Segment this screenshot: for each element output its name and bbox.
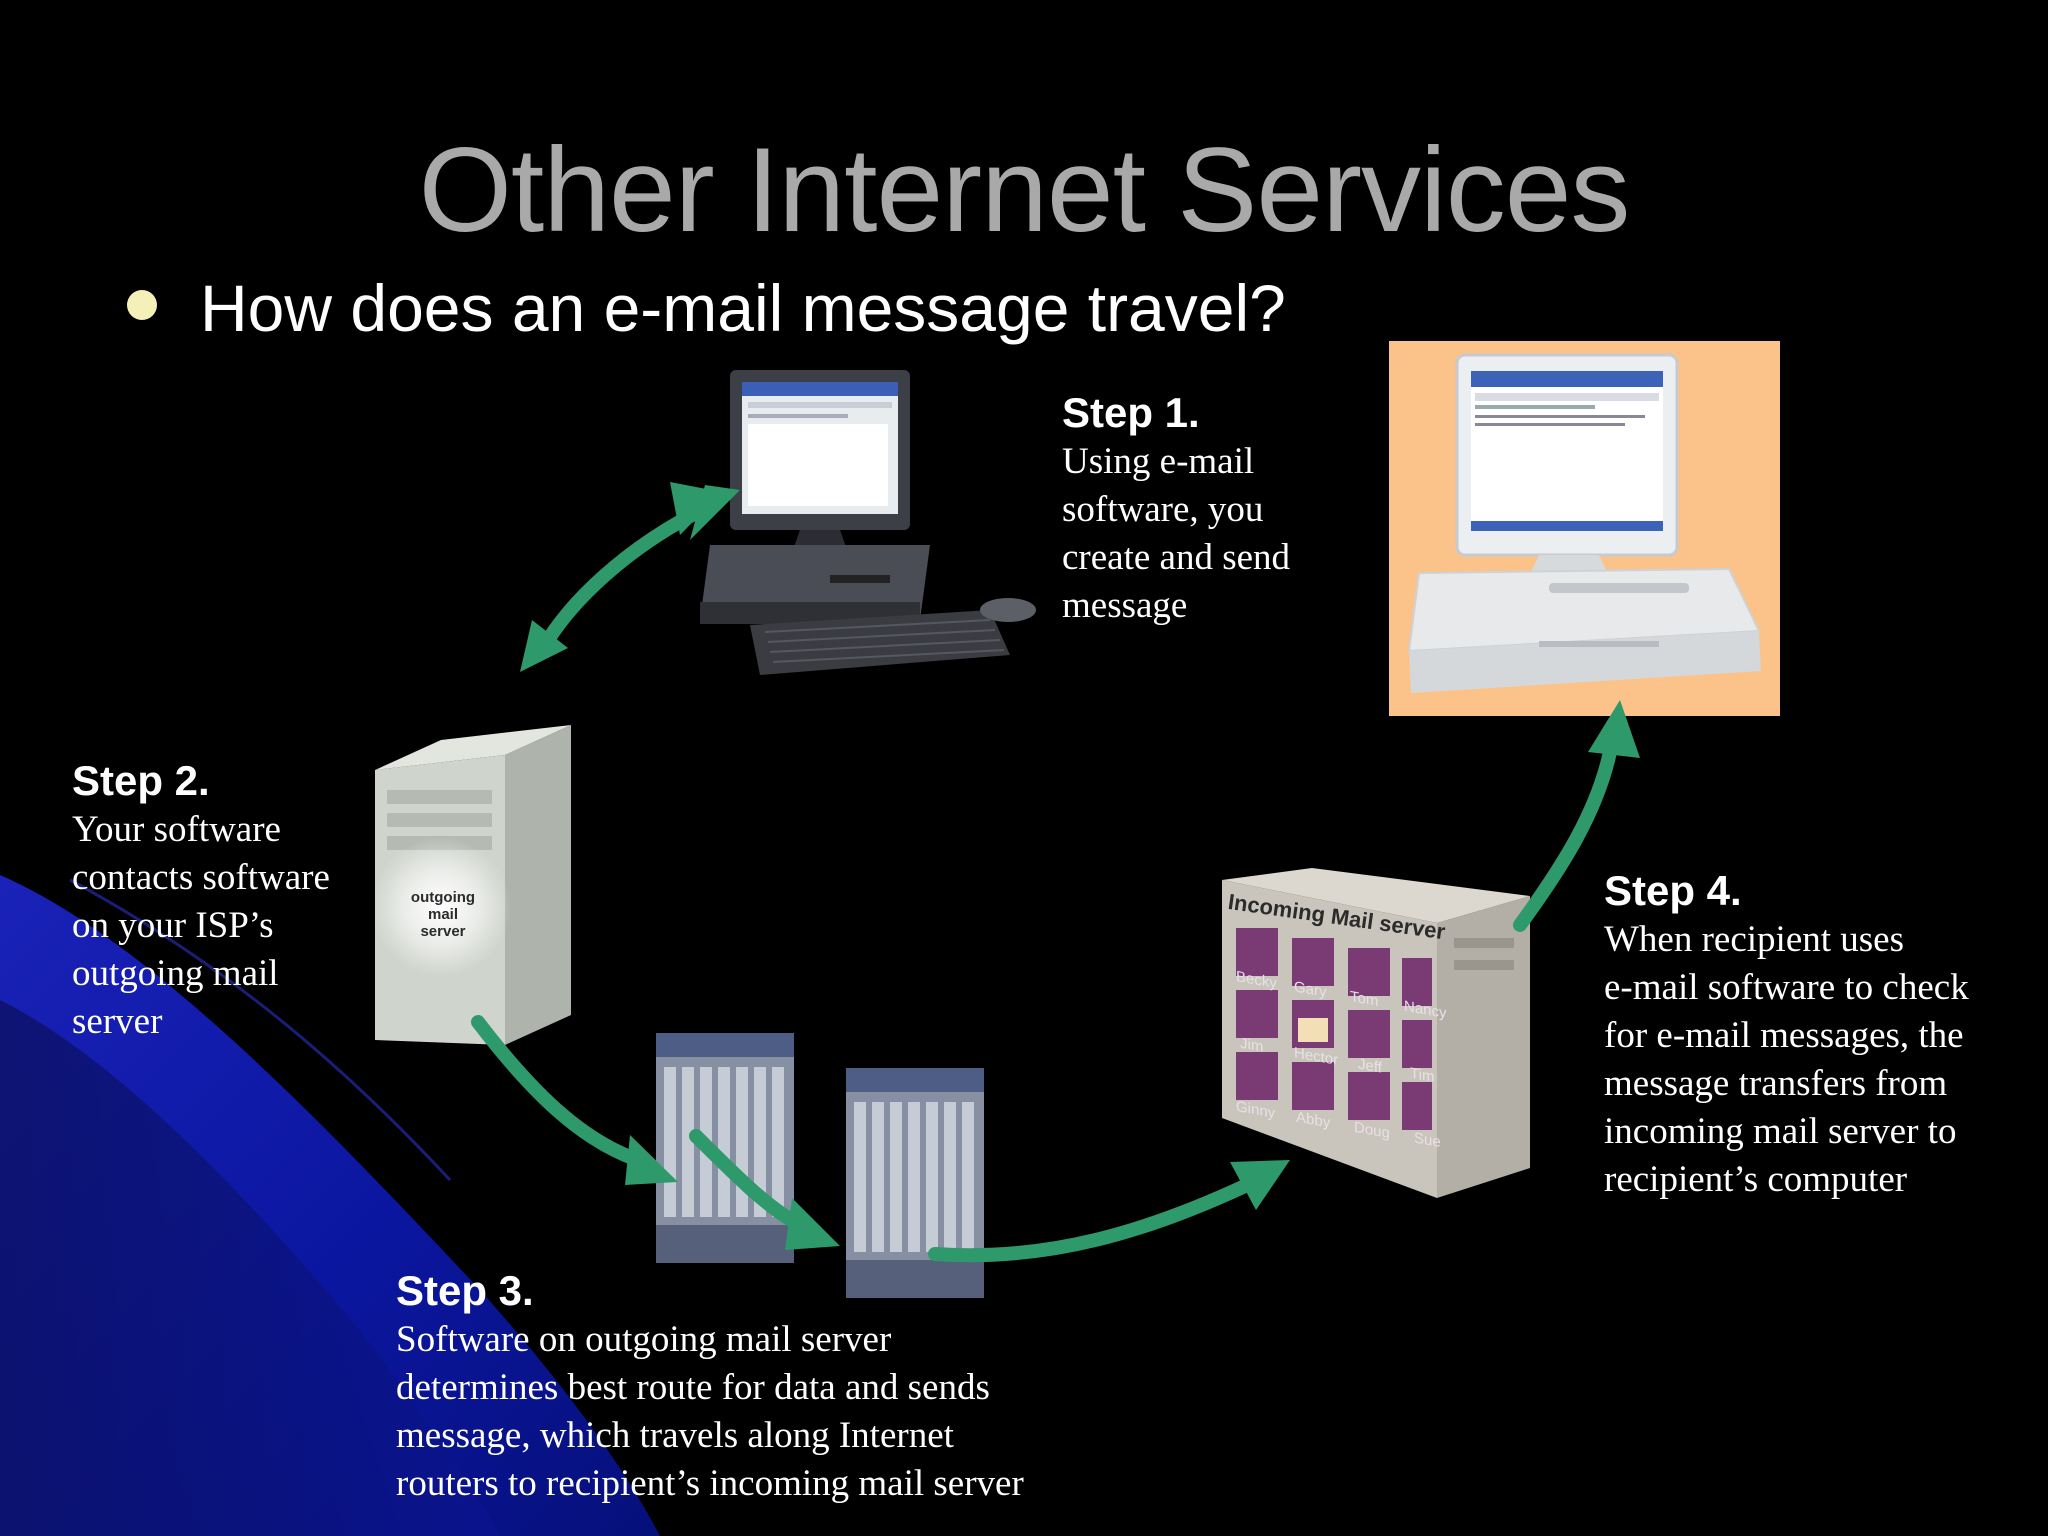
arrow-icon [928,1179,1252,1263]
step-line: e-mail software to check [1604,967,1969,1009]
step-4: Step 4. When recipient uses e-mail softw… [1604,867,2034,1204]
step-line: message transfers from [1604,1063,1948,1105]
recipient-computer-icon [1407,353,1761,693]
incoming-server-icon [1222,868,1530,1198]
step-1: Step 1. Using e-mail software, you creat… [1062,389,1362,630]
outgoing-server-label: outgoing mail server [398,889,488,940]
outgoing-server-label-line: server [420,923,466,940]
arrow-icon [471,1015,645,1167]
outgoing-server-icon [375,725,571,1045]
step-line: outgoing mail [72,953,279,995]
step-heading: Step 3. [396,1267,534,1314]
arrow-icon [1588,700,1640,758]
arrow-icon [625,1135,678,1185]
step-line: software, you [1062,489,1264,531]
step-line: When recipient uses [1604,919,1904,961]
step-line: for e-mail messages, the [1604,1015,1964,1057]
step-line: Your software [72,809,281,851]
bullet-dot-icon [127,290,157,320]
router-icon [656,1033,794,1263]
step-line: contacts software [72,857,330,899]
step-line: create and send [1062,537,1291,579]
arrow-icon [520,620,568,672]
outgoing-server-label-line: mail [427,906,458,923]
step-line: routers to recipient’s incoming mail ser… [396,1463,1024,1505]
step-line: message, which travels along Internet [396,1415,954,1457]
step-line: server [72,1001,163,1043]
step-heading: Step 4. [1604,867,1742,914]
arrow-icon [1513,735,1619,932]
arrow-icon [785,1198,840,1250]
step-line: Using e-mail [1062,441,1255,483]
step-line: determines best route for data and sends [396,1367,990,1409]
step-heading: Step 2. [72,757,210,804]
arrow-icon [1230,1160,1290,1210]
step-line: Software on outgoing mail server [396,1319,892,1361]
slide-title: Other Internet Services [418,123,1631,257]
step-2: Step 2. Your software contacts software … [72,757,402,1046]
bullet-question: How does an e-mail message travel? [200,271,1286,345]
step-heading: Step 1. [1062,389,1200,436]
step-line: recipient’s computer [1604,1159,1908,1201]
step-line: message [1062,585,1188,627]
sender-computer-icon [700,370,1036,675]
arrow-icon [689,1129,812,1235]
step-3: Step 3. Software on outgoing mail server… [396,1267,1116,1508]
step-line: incoming mail server to [1604,1111,1957,1153]
step-line: on your ISP’s [72,905,274,947]
outgoing-server-label-line: outgoing [410,889,476,906]
recipient-computer-panel [1389,341,1780,716]
